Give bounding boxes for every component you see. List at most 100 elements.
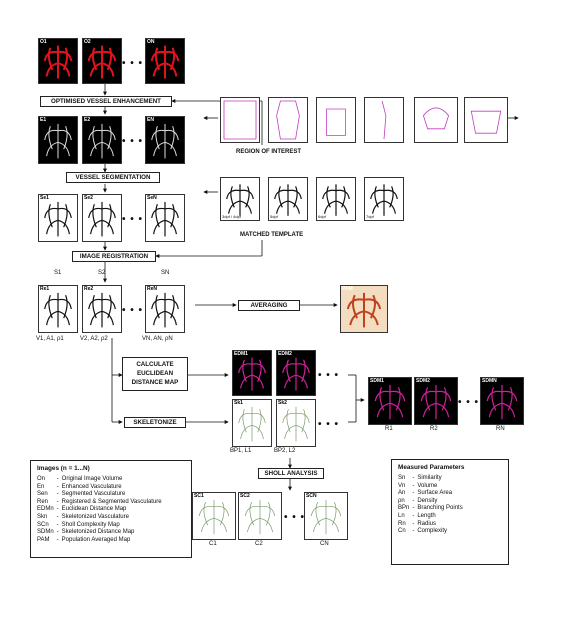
vessel-drawing bbox=[374, 384, 406, 420]
template-caption: MATCHED TEMPLATE bbox=[240, 232, 304, 238]
similarity-label-n: SN bbox=[161, 270, 170, 276]
vessel-drawing bbox=[274, 184, 302, 216]
complexity-label-n: CN bbox=[320, 541, 329, 547]
tile-label: SCN bbox=[306, 493, 317, 499]
images-legend-description: Sholl Complexity Map bbox=[61, 521, 120, 528]
roi-panel-5 bbox=[414, 97, 458, 143]
edm-image-1: EDM1 bbox=[232, 350, 272, 396]
complexity-label-2: C2 bbox=[255, 541, 263, 547]
tile-label: ON bbox=[147, 39, 155, 45]
skeletonize-step: SKELETONIZE bbox=[124, 417, 186, 428]
template-label: 5dpf bbox=[270, 214, 278, 219]
vessel-drawing bbox=[151, 201, 179, 237]
tile-label: Sk2 bbox=[278, 400, 287, 406]
vessel-drawing bbox=[44, 123, 72, 159]
radius-label-1: R1 bbox=[385, 426, 393, 432]
images-legend-symbol: PAM bbox=[37, 536, 50, 543]
images-legend-row: Skn-Skeletonized Vasculature bbox=[37, 514, 165, 522]
params-legend-row: Vn-Volume bbox=[398, 483, 466, 491]
images-legend-dash: - bbox=[56, 491, 59, 498]
ellipsis: • • • bbox=[318, 370, 340, 381]
vessel-drawing bbox=[420, 384, 452, 420]
template-panel-2: 5dpf bbox=[268, 177, 308, 221]
roi-panel-3 bbox=[316, 97, 356, 143]
params-legend-description: Surface Area bbox=[417, 490, 453, 497]
original-image-2: O2 bbox=[82, 38, 122, 84]
params-legend-description: Density bbox=[417, 497, 438, 504]
ellipsis: • • • bbox=[458, 397, 480, 408]
template-label: 6dpf bbox=[318, 214, 326, 219]
roi-outline bbox=[223, 100, 257, 140]
template-panel-1: 3dpf / 4dpf bbox=[220, 177, 260, 221]
tile-label: SeN bbox=[147, 195, 157, 201]
skeleton-image-1: Sk1 bbox=[232, 399, 272, 447]
params-legend-description: Branching Points bbox=[417, 505, 463, 512]
roi-outline bbox=[326, 108, 346, 136]
vessel-drawing bbox=[198, 499, 230, 535]
vessel-drawing bbox=[88, 123, 116, 159]
radius-label-n: RN bbox=[496, 426, 505, 432]
images-legend-symbol: Skn bbox=[37, 513, 48, 520]
images-legend-dash: - bbox=[56, 536, 59, 543]
images-legend: Images (n = 1...N) On-Original Image Vol… bbox=[30, 460, 192, 558]
vessel-drawing bbox=[370, 184, 398, 216]
tile-label: Sk1 bbox=[234, 400, 243, 406]
registered-image-2: Re2 bbox=[82, 285, 122, 333]
pam-image: PAM bbox=[340, 285, 388, 333]
vessel-drawing bbox=[43, 45, 73, 79]
sdm-image-n: SDMN bbox=[480, 377, 524, 425]
images-legend-description: Euclidean Distance Map bbox=[61, 506, 127, 513]
roi-outline bbox=[381, 100, 387, 140]
images-legend-description: Segmented Vasculature bbox=[61, 491, 126, 498]
images-legend-dash: - bbox=[56, 513, 59, 520]
params-legend-dash: - bbox=[412, 482, 415, 489]
radius-label-2: R2 bbox=[430, 426, 438, 432]
tile-label: E2 bbox=[84, 117, 91, 123]
roi-panel-4 bbox=[364, 97, 404, 143]
sdm-image-2: SDM2 bbox=[414, 377, 458, 425]
tile-label: PAM bbox=[342, 286, 353, 292]
params-legend-row: Sn-Similarity bbox=[398, 475, 466, 483]
params-legend-symbol: Rn bbox=[398, 520, 406, 527]
template-label: 3dpf / 4dpf bbox=[222, 214, 241, 219]
tile-label: Re2 bbox=[84, 286, 94, 292]
params-legend-dash: - bbox=[412, 475, 415, 481]
sdm-image-1: SDM1 bbox=[368, 377, 412, 425]
sholl-image-n: SCN bbox=[304, 492, 348, 540]
params-label-1: V1, A1, ρ1 bbox=[36, 336, 64, 342]
images-legend-dash: - bbox=[56, 521, 59, 528]
ellipsis: • • • bbox=[284, 512, 306, 523]
params-legend-dash: - bbox=[412, 497, 415, 504]
segmented-image-n: SeN bbox=[145, 194, 185, 242]
tile-label: ReN bbox=[147, 286, 158, 292]
vessel-drawing bbox=[310, 499, 342, 535]
roi-outline bbox=[276, 100, 300, 140]
params-legend-dash: - bbox=[412, 520, 415, 527]
vessel-drawing bbox=[151, 123, 179, 159]
vessel-drawing bbox=[226, 184, 254, 216]
sholl-image-2: SC2 bbox=[238, 492, 282, 540]
tile-label: Se1 bbox=[40, 195, 49, 201]
segmentation-step: VESSEL SEGMENTATION bbox=[66, 172, 160, 183]
complexity-label-1: C1 bbox=[209, 541, 217, 547]
tile-label: O2 bbox=[84, 39, 91, 45]
tile-label: EN bbox=[147, 117, 154, 123]
params-legend-symbol: ρn bbox=[398, 497, 405, 504]
segmented-image-1: Se1 bbox=[38, 194, 78, 242]
params-legend-symbol: Sn bbox=[398, 475, 406, 481]
ellipsis: • • • bbox=[122, 214, 144, 225]
images-legend-description: Registered & Segmented Vasculature bbox=[61, 498, 162, 505]
images-legend-description: Enhanced Vasculature bbox=[61, 483, 122, 490]
ellipsis: • • • bbox=[122, 136, 144, 147]
params-legend-description: Complexity bbox=[417, 528, 448, 535]
images-legend-title: Images (n = 1...N) bbox=[37, 465, 90, 472]
vessel-drawing bbox=[151, 292, 179, 328]
params-legend-symbol: Vn bbox=[398, 482, 406, 489]
params-legend-symbol: Ln bbox=[398, 512, 405, 519]
roi-caption: REGION OF INTEREST bbox=[236, 149, 302, 155]
vessel-drawing bbox=[44, 292, 72, 328]
edm-image-2: EDM2 bbox=[276, 350, 316, 396]
